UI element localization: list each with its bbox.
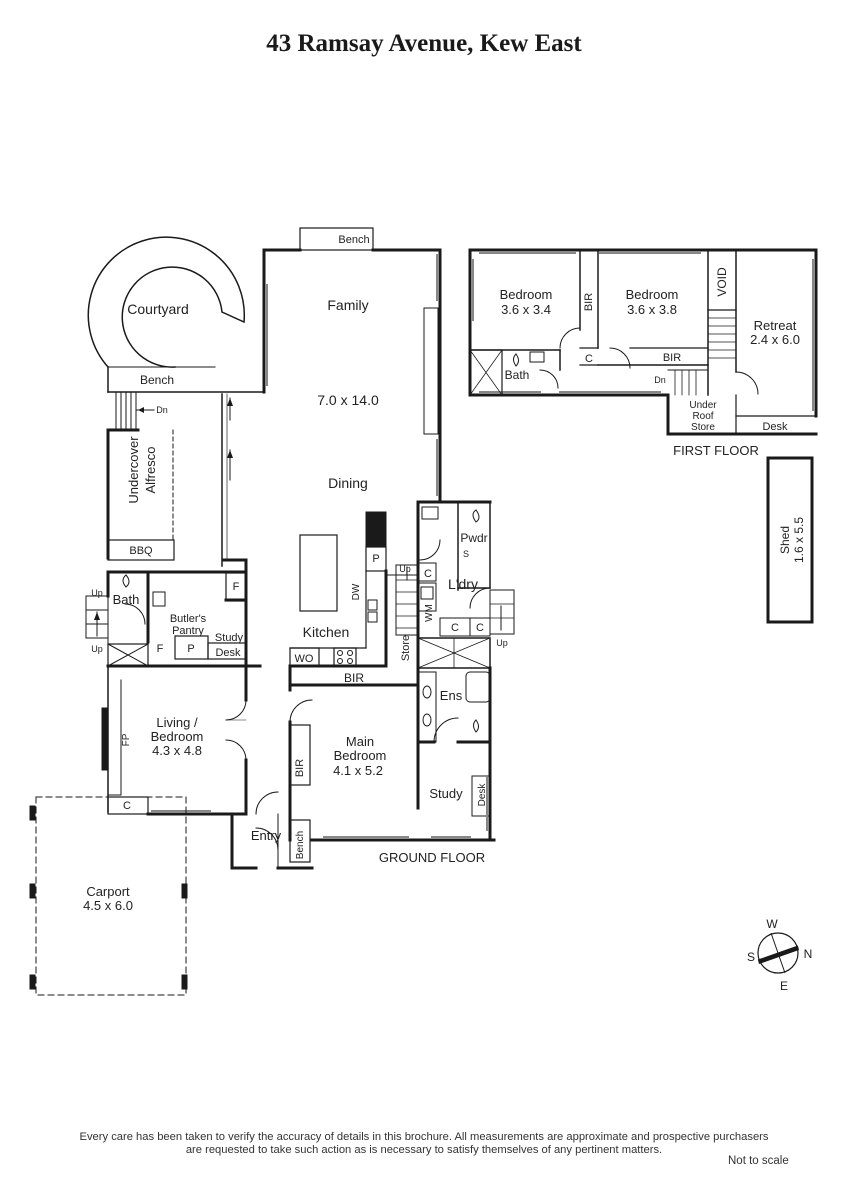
label-c-2: C — [451, 622, 459, 634]
disclaimer-line-2: are requested to take such action as is … — [185, 1144, 663, 1156]
label-bed1: Bedroom — [500, 287, 553, 302]
compass-w: W — [766, 917, 778, 931]
first-floor-walls — [468, 248, 818, 624]
label-wm: WM — [424, 604, 435, 622]
label-bed2-size: 3.6 x 3.8 — [627, 302, 677, 317]
label-entry: Entry — [251, 828, 282, 843]
label-carport-size: 4.5 x 6.0 — [83, 898, 133, 913]
label-family-bench: Bench — [338, 234, 369, 246]
label-alfresco-2: Alfresco — [143, 447, 158, 494]
label-pantry-2: P — [187, 643, 194, 655]
label-bed2: Bedroom — [626, 287, 679, 302]
page-title: 43 Ramsay Avenue, Kew East — [266, 30, 582, 57]
label-bbq: BBQ — [129, 545, 153, 557]
label-up-2: Up — [91, 644, 103, 654]
label-main-2: Bedroom — [334, 748, 387, 763]
label-fp: FP — [121, 733, 132, 746]
label-family: Family — [327, 297, 368, 313]
ground-floor-walls — [29, 227, 515, 996]
label-bir-kitchen: BIR — [344, 671, 364, 685]
label-shed: Shed — [778, 526, 792, 554]
label-courtyard-bench: Bench — [140, 373, 174, 387]
label-main-1: Main — [346, 734, 374, 749]
label-family-size: 7.0 x 14.0 — [317, 392, 379, 408]
label-courtyard-dn: Dn — [156, 405, 168, 415]
label-bench-entry: Bench — [295, 831, 306, 859]
label-desk-up: Desk — [762, 421, 788, 433]
label-living-size: 4.3 x 4.8 — [152, 743, 202, 758]
label-courtyard: Courtyard — [127, 301, 188, 317]
label-bed1-size: 3.6 x 3.4 — [501, 302, 551, 317]
label-study-small: Study — [215, 632, 244, 644]
label-wo: WO — [295, 653, 314, 665]
disclaimer-line-1: Every care has been taken to verify the … — [79, 1131, 769, 1143]
label-store: Store — [400, 635, 412, 661]
label-c-1: C — [424, 568, 432, 580]
label-dining: Dining — [328, 475, 368, 491]
label-kitchen: Kitchen — [303, 624, 350, 640]
label-dn-up: Dn — [654, 375, 666, 385]
label-bir-up-2: BIR — [663, 352, 681, 364]
label-first-floor: FIRST FLOOR — [673, 443, 759, 458]
label-under-1: Under — [689, 400, 717, 411]
label-under-3: Store — [691, 422, 715, 433]
compass-n: N — [804, 947, 813, 961]
label-retreat-size: 2.4 x 6.0 — [750, 332, 800, 347]
room-labels: Courtyard Bench Dn Bench Family 7.0 x 14… — [83, 234, 812, 993]
label-under-2: Roof — [692, 411, 713, 422]
label-pwdr: Pwdr — [460, 531, 487, 545]
label-void: VOID — [715, 267, 729, 297]
compass — [757, 932, 799, 974]
label-up-4: Up — [496, 638, 508, 648]
label-living-2: Bedroom — [151, 729, 204, 744]
label-desk-small: Desk — [215, 647, 241, 659]
compass-e: E — [780, 979, 788, 993]
label-c-up: C — [585, 353, 593, 365]
compass-s: S — [747, 950, 755, 964]
label-up-3: Up — [399, 564, 411, 574]
label-fridge-2: F — [157, 643, 164, 655]
not-to-scale-note: Not to scale — [728, 1155, 789, 1167]
label-living-1: Living / — [156, 715, 198, 730]
label-laundry: L'dry — [448, 576, 478, 592]
label-pantry-1: P — [372, 553, 379, 565]
label-study: Study — [429, 786, 463, 801]
label-fridge-1: F — [233, 581, 240, 593]
label-butlers-1: Butler's — [170, 613, 207, 625]
label-main-size: 4.1 x 5.2 — [333, 763, 383, 778]
label-dw: DW — [351, 583, 362, 600]
label-bath-ground: Bath — [113, 592, 140, 607]
label-bir-up-1: BIR — [583, 293, 595, 311]
label-s: S — [463, 549, 469, 559]
label-alfresco-1: Undercover — [126, 436, 141, 504]
disclaimer: Every care has been taken to verify the … — [0, 1131, 848, 1157]
label-c-4: C — [123, 800, 131, 812]
label-ens: Ens — [440, 688, 463, 703]
label-c-3: C — [476, 622, 484, 634]
label-carport: Carport — [86, 884, 130, 899]
label-bath-up: Bath — [505, 368, 530, 382]
label-up-1: Up — [91, 588, 103, 598]
label-butlers-2: Pantry — [172, 625, 204, 637]
label-retreat: Retreat — [754, 318, 797, 333]
label-ground-floor: GROUND FLOOR — [379, 850, 485, 865]
label-bir-main: BIR — [294, 759, 306, 777]
label-desk-study: Desk — [477, 783, 488, 807]
label-shed-size: 1.6 x 5.5 — [792, 517, 806, 563]
